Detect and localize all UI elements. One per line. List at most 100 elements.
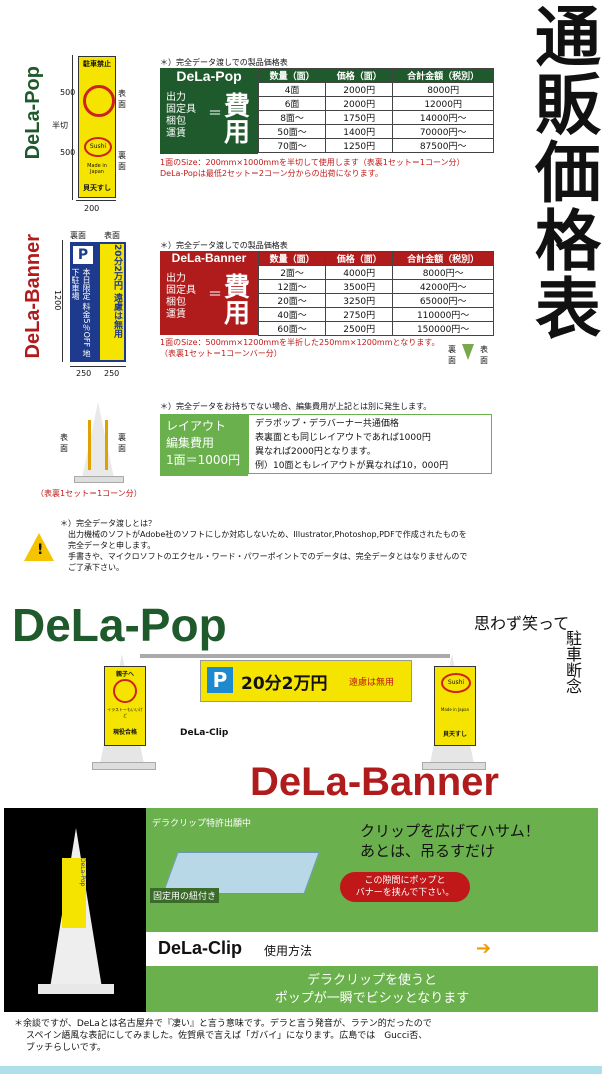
pop-cost-big: 費用: [224, 92, 251, 148]
pop-made: Made in Japan: [440, 707, 470, 712]
illus-catch1: 思わず笑って: [474, 614, 570, 633]
clip-patent: デラクリップ特許出願中: [152, 819, 252, 829]
cone-label-back: 表面: [60, 433, 68, 453]
clip-big1: クリップを広げてハサム！: [360, 822, 540, 840]
clip-photo: DeLa-Pop: [4, 808, 146, 1012]
parking-p-icon: P: [73, 246, 93, 264]
usage-text: 使用方法: [264, 944, 313, 958]
layout-cone-icon: [82, 402, 114, 478]
illus-dela-clip: DeLa-Clip: [180, 728, 229, 738]
banner-face-back: 裏面: [70, 231, 86, 240]
cell: 2500円: [325, 321, 394, 336]
pop-cost-item: 梱包: [166, 116, 186, 127]
table-header: 価格（面）: [325, 251, 394, 266]
cell: 6面: [257, 96, 327, 111]
cell: 2750円: [325, 307, 394, 322]
clip-string-label: 固定用の紐付き: [150, 888, 220, 903]
pop-dim-h2: 500: [60, 148, 76, 157]
cone-label-front: 裏面: [118, 433, 126, 453]
pop-dim-cut: 半切: [52, 121, 68, 130]
arrow-right-icon: ➔: [476, 938, 492, 959]
banner-sign-sample: P 本日限定 料金5％OFF 地下駐車場 20分2万円 遠慮は無用: [70, 242, 126, 362]
banner-cost-item: 固定具: [166, 285, 196, 296]
clip-bubble: この隙間にポップと バナーを挟んで下さい。: [340, 872, 470, 902]
cell: 8面～: [257, 110, 327, 125]
bottom-bar: [0, 1066, 602, 1074]
banner-text: 20分2万円: [241, 674, 328, 694]
cell: 42000円～: [392, 279, 494, 294]
table-header: 合計金額（税別）: [392, 251, 494, 266]
pop-cost-eq: ＝: [208, 106, 222, 122]
pop-mid: イラストーもいいけど: [107, 707, 143, 718]
cell: 3500円: [325, 279, 394, 294]
banner-cost-item: 運賃: [166, 309, 186, 320]
pop-dim-line: [72, 55, 73, 200]
layout-desc-line: デラポップ・デラバーナー共通価格: [255, 419, 399, 429]
right-pop: Sushi Made in Japan 貝天すし: [434, 666, 476, 746]
pop-dim-line-h: [76, 200, 116, 201]
cone-sign-left: [88, 420, 91, 470]
banner-cost-item: 梱包: [166, 297, 186, 308]
layout-box-line: 1面＝1000円: [166, 453, 241, 467]
cell: 150000円～: [392, 321, 494, 336]
table-header: 合計金額（税別）: [392, 68, 494, 83]
banner-cost-eq: ＝: [208, 287, 222, 303]
pop-note2: DeLa-Popは最低2セット＝2コーン分からの出荷になります。: [160, 169, 383, 178]
cell: 110000円～: [392, 307, 494, 322]
cell: 1250円: [325, 138, 394, 153]
banner-sign-left: 本日限定 料金5％OFF 地下駐車場: [71, 268, 91, 358]
banner-dim-w2: 250: [104, 369, 120, 378]
layout-box-line: レイアウト: [166, 419, 227, 433]
footer-line: スペイン語風な表記にしてみました。佐賀県で言えば「ガバイ」になります。広島では …: [26, 1031, 428, 1041]
warning-line: 出力機械のソフトがAdobe社のソフトにしか対応しないため、Illustrato…: [68, 530, 467, 539]
cell: 65000円～: [392, 293, 494, 308]
warning-exclaim: !: [37, 542, 44, 558]
illus-dela-pop: DeLa-Pop: [12, 599, 227, 651]
cell: 70面～: [257, 138, 327, 153]
table-header: 価格（面）: [325, 68, 394, 83]
parking-icon: P: [207, 667, 233, 693]
pop-cost-box: 出力 固定具 梱包 運賃 ＝ 費用: [160, 84, 258, 154]
cell: 87500円～: [392, 138, 494, 153]
banner-dim-w1: 250: [76, 369, 92, 378]
banner-table-heading: ＊）完全データ渡しでの製品価格表: [160, 241, 288, 250]
banner-face-front: 表面: [104, 231, 120, 240]
pop-brand: DeLa-Pop: [160, 68, 258, 84]
pop-sign-sushi: Sushi: [84, 137, 112, 157]
banner-mini-front: 表面: [480, 345, 488, 365]
banner-dim-line-h: [70, 366, 126, 367]
layout-desc-box: デラポップ・デラバーナー共通価格 表裏面とも同じレイアウトであれば1000円 異…: [248, 414, 492, 474]
pop-top: 親子へ: [115, 671, 134, 678]
table-header: 数量（面）: [257, 251, 327, 266]
banner-cost-item: 出力: [166, 273, 186, 284]
illus-dela-banner: DeLa-Banner: [250, 760, 499, 804]
cell: 20面～: [257, 293, 327, 308]
pop-dim-w: 200: [84, 204, 100, 213]
cell: 4000円: [325, 265, 394, 280]
banner-dim-h: 1200: [53, 290, 62, 311]
cell: 14000円～: [392, 110, 494, 125]
cone-sign-right: [105, 420, 108, 470]
photo-cone-base: [38, 984, 114, 994]
illus-banner: P 20分2万円 遠慮は無用: [200, 660, 412, 702]
pop-face-front: 表面: [118, 89, 126, 109]
warning-line: ご了承下さい。: [68, 563, 124, 572]
pop-bot: 現役合格: [112, 729, 137, 736]
cell: 60面～: [257, 321, 327, 336]
clip-bottom: デラクリップを使うと ポップが一瞬でビシッとなります: [146, 972, 598, 1008]
pop-table-heading: ＊）完全データ渡しでの製品価格表: [160, 58, 288, 67]
bubble-line: バナーを挟んで下さい。: [355, 888, 455, 898]
cell: 8000円～: [392, 265, 494, 280]
cell: 8000円: [392, 82, 494, 97]
warning-text: ＊）完全データ渡しとは？ 出力機械のソフトがAdobe社のソフトにしか対応しない…: [60, 518, 580, 573]
cone-base: [74, 476, 124, 483]
cell: 50面～: [257, 124, 327, 139]
footer-line: ＊余談ですが、DeLaとは名古屋弁で『凄い』と言う意味です。デラと言う発音が、ラ…: [14, 1019, 432, 1029]
left-pop: 親子へ イラストーもいいけど 現役合格: [104, 666, 146, 746]
